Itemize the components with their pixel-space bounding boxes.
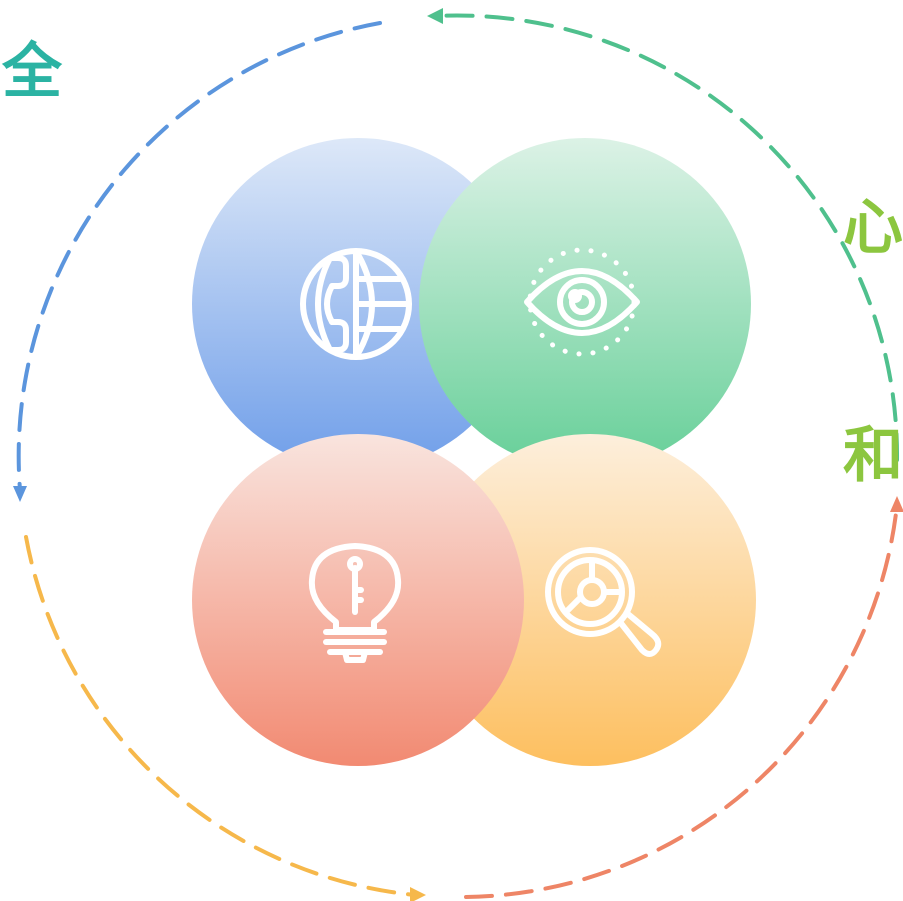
arrow-head-down-left bbox=[13, 486, 27, 502]
arrow-head-right-up bbox=[890, 496, 903, 512]
arrow-head-bottom bbox=[410, 887, 426, 901]
label-left-char: 全 bbox=[2, 37, 62, 107]
magnifier-chart-icon bbox=[545, 547, 662, 657]
arc-bottom-left bbox=[24, 535, 417, 897]
arrow-head-top bbox=[427, 8, 443, 24]
arc-top-right bbox=[434, 13, 900, 462]
label-right-char-1: 心 bbox=[843, 193, 903, 263]
circle-magnifier-chart bbox=[424, 434, 756, 766]
phone-globe-icon bbox=[300, 248, 412, 360]
arc-bottom-right bbox=[464, 503, 899, 899]
eye-icon bbox=[524, 247, 640, 357]
arc-top-left bbox=[16, 21, 382, 492]
label-right-chars: 心 和 bbox=[843, 38, 903, 646]
label-right-char-2: 和 bbox=[843, 421, 903, 491]
circle-eye bbox=[419, 138, 751, 470]
lightbulb-key-icon bbox=[308, 543, 402, 663]
